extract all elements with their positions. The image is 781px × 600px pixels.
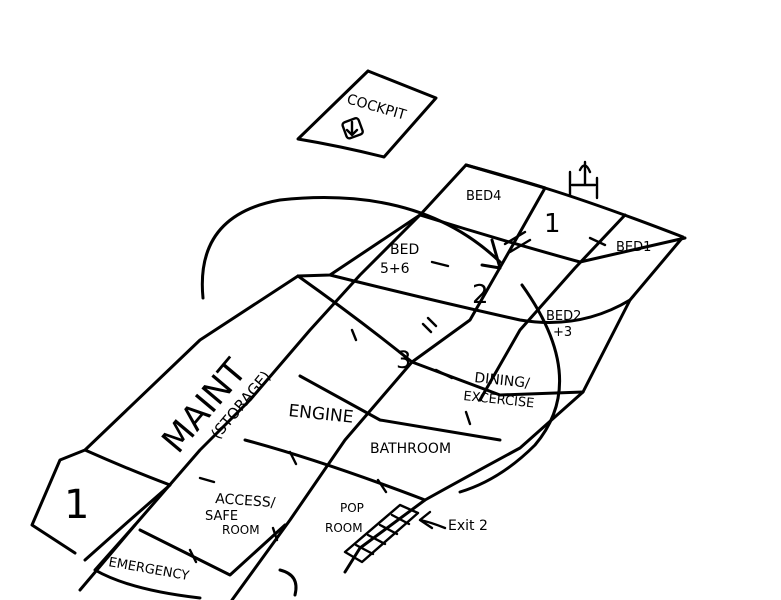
room-safe-room: ROOM — [222, 523, 260, 537]
exit2-arrow — [418, 510, 447, 530]
antenna-tower-icon — [568, 160, 599, 200]
room-bed1: BED1 — [616, 240, 651, 255]
ship-outline — [30, 160, 687, 600]
room-bed56-line2: 5+6 — [380, 261, 410, 277]
room-bed23-line1: BED2 — [546, 309, 581, 324]
room-safe: SAFE — [205, 509, 238, 524]
room-exercise: EXCERCISE — [463, 389, 535, 411]
exit-2-label: Exit 2 — [448, 518, 488, 534]
room-pop: POP — [340, 501, 364, 515]
room-bed23-line2: +3 — [553, 325, 572, 340]
room-bed56-line1: BED — [390, 242, 419, 258]
room-engine: ENGINE — [287, 401, 354, 428]
hallway-1: 1 — [544, 209, 561, 239]
room-dining: DINING/ — [474, 370, 531, 392]
hallway-3: 3 — [396, 346, 411, 374]
exit-1-label: 1 — [64, 482, 89, 528]
room-access: ACCESS/ — [215, 491, 276, 511]
room-pop-room: ROOM — [325, 521, 363, 535]
room-bathroom: BATHROOM — [370, 441, 451, 457]
room-bed4: BED4 — [466, 189, 501, 204]
hatch-arrow-down-icon — [341, 117, 364, 140]
hallway-2: 2 — [472, 280, 489, 310]
cockpit-room: COCKPIT — [296, 69, 438, 159]
exit2-stairs — [343, 503, 420, 564]
